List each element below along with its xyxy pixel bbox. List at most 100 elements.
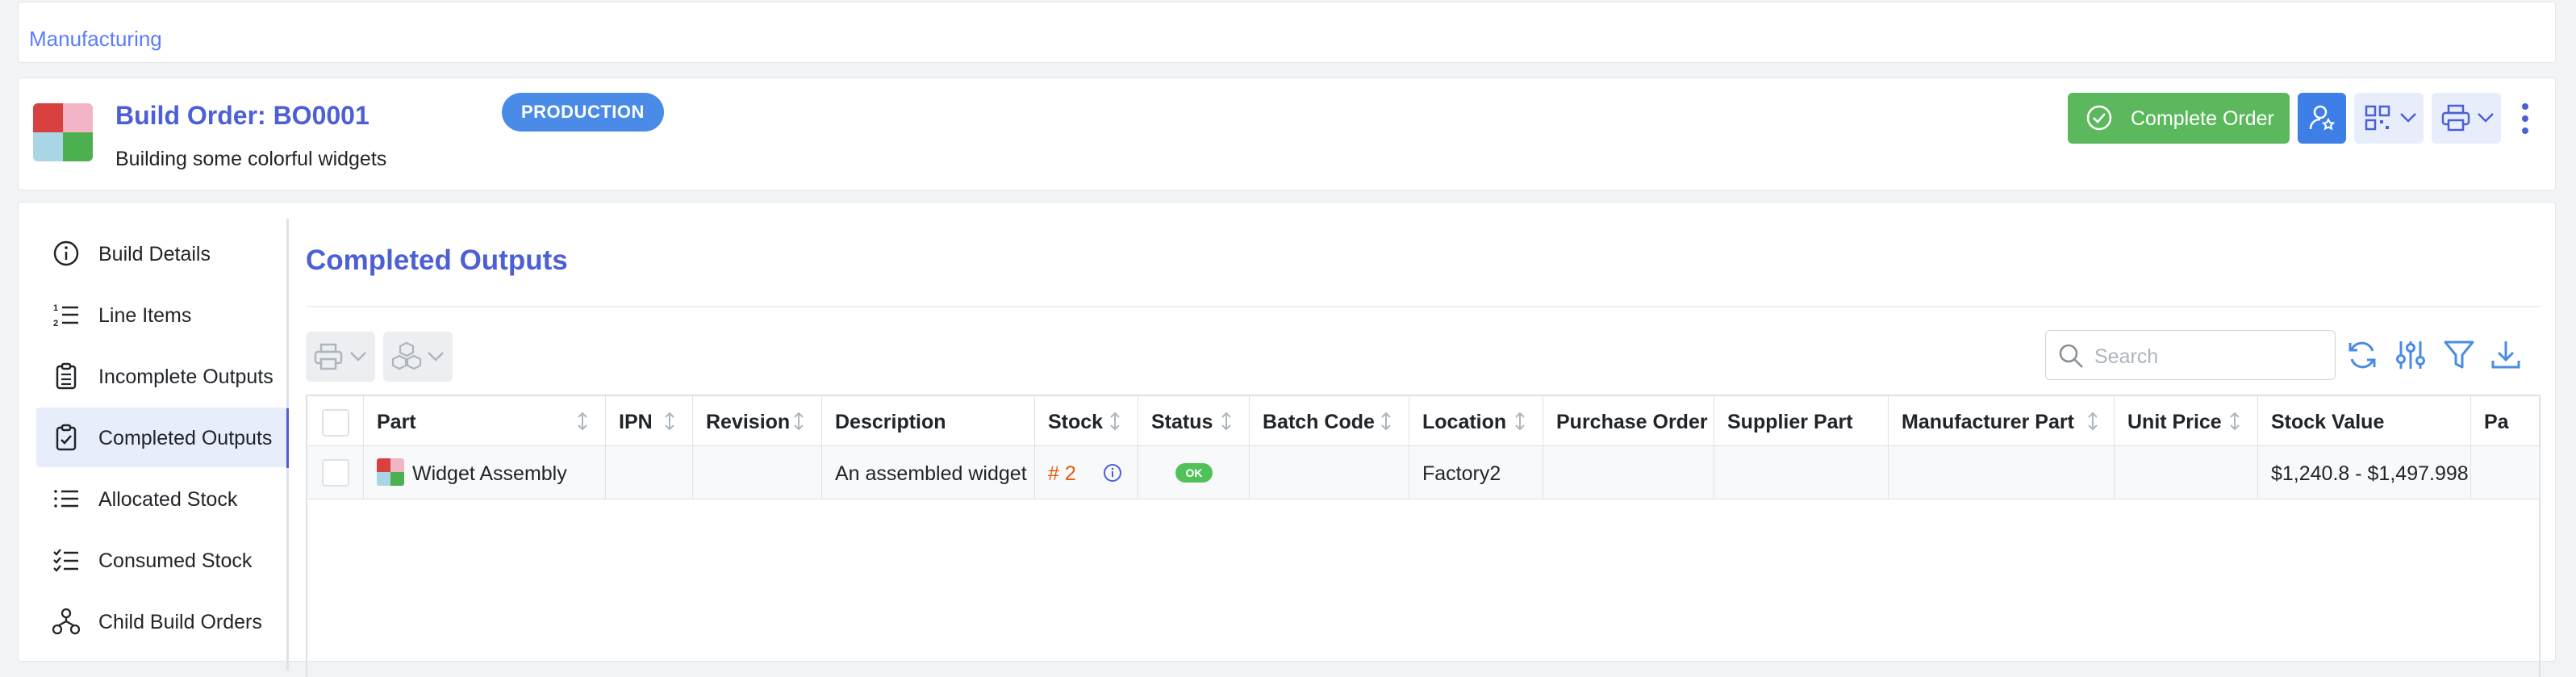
- user-star-icon: [2309, 105, 2336, 131]
- search-input[interactable]: Search: [2045, 330, 2336, 380]
- cell-status: OK: [1138, 446, 1250, 499]
- info-circle-icon[interactable]: [1103, 463, 1122, 483]
- clipboard-list-icon: [56, 362, 77, 390]
- list-icon: [54, 490, 78, 508]
- breadcrumb-manufacturing[interactable]: Manufacturing: [29, 27, 162, 51]
- complete-order-label: Complete Order: [2131, 107, 2274, 130]
- completed-outputs-table: Part IPN Revision Description Stock Stat…: [306, 395, 2541, 677]
- print-labels-button[interactable]: [306, 332, 375, 382]
- svg-text:1: 1: [53, 303, 58, 313]
- chevron-down-icon: [2478, 113, 2494, 123]
- sidebar-item-label: Completed Outputs: [98, 427, 273, 449]
- sidebar-item-consumed-stock[interactable]: Consumed Stock: [36, 530, 288, 590]
- printer-icon: [314, 343, 343, 370]
- part-thumbnail: [377, 458, 404, 486]
- select-all-checkbox[interactable]: [322, 409, 349, 437]
- refresh-icon[interactable]: [2345, 338, 2379, 372]
- section-title: Completed Outputs: [306, 244, 568, 276]
- column-header-ipn[interactable]: IPN: [606, 396, 693, 446]
- chevron-down-icon: [428, 352, 444, 361]
- column-header-manufacturer-part[interactable]: Manufacturer Part: [1889, 396, 2115, 446]
- qr-code-icon: [2365, 105, 2390, 131]
- table-row: [307, 446, 364, 499]
- page-title: Build Order: BO0001: [115, 101, 369, 130]
- sidebar-item-build-details[interactable]: Build Details: [36, 224, 288, 283]
- page-subtitle: Building some colorful widgets: [115, 148, 387, 170]
- sort-icon: [1515, 412, 1525, 431]
- cell-location[interactable]: Factory2: [1409, 446, 1543, 499]
- search-icon: [2059, 344, 2083, 368]
- select-all-cell: [307, 396, 364, 446]
- user-star-button[interactable]: [2298, 93, 2346, 144]
- section-divider: [306, 306, 2541, 307]
- check-circle-icon: [2086, 105, 2112, 131]
- row-select-checkbox[interactable]: [322, 459, 349, 487]
- sidebar-item-label: Line Items: [98, 304, 192, 327]
- column-header-revision[interactable]: Revision: [693, 396, 822, 446]
- sort-icon: [1221, 412, 1231, 431]
- clipboard-check-icon: [56, 424, 77, 451]
- sort-icon: [578, 412, 587, 431]
- sidebar-item-label: Allocated Stock: [98, 488, 238, 511]
- info-circle-icon: [53, 240, 79, 266]
- sort-icon: [1381, 412, 1391, 431]
- chevron-down-icon: [350, 352, 366, 361]
- cell-stock-value: $1,240.8 - $1,497.998: [2258, 446, 2471, 499]
- printer-icon: [2441, 104, 2470, 132]
- sort-icon: [794, 412, 804, 431]
- list-numbers-icon: 12: [53, 303, 78, 328]
- stock-serial: # 2: [1048, 462, 1076, 485]
- complete-order-button[interactable]: Complete Order: [2068, 93, 2290, 144]
- sidebar-item-label: Child Build Orders: [98, 611, 262, 633]
- sidebar-item-label: Build Details: [98, 243, 211, 265]
- cell-purchase-order: [1543, 446, 1714, 499]
- cell-unit-price: [2115, 446, 2258, 499]
- page-header: Build Order: BO0001 Building some colorf…: [18, 77, 2556, 190]
- cell-revision: [693, 446, 822, 499]
- sidebar-item-child-build-orders[interactable]: Child Build Orders: [36, 591, 288, 651]
- part-name: Widget Assembly: [412, 462, 567, 485]
- sidebar-item-incomplete-outputs[interactable]: Incomplete Outputs: [36, 346, 288, 406]
- cell-packaging: [2471, 446, 2539, 499]
- search-placeholder: Search: [2094, 345, 2159, 368]
- column-header-stock-value[interactable]: Stock Value: [2258, 396, 2471, 446]
- filter-icon[interactable]: [2442, 338, 2476, 372]
- column-header-description[interactable]: Description: [822, 396, 1035, 446]
- column-header-stock[interactable]: Stock: [1035, 396, 1138, 446]
- status-badge: OK: [1175, 463, 1213, 483]
- sidebar-item-completed-outputs[interactable]: Completed Outputs: [36, 407, 288, 467]
- download-icon[interactable]: [2489, 338, 2523, 372]
- column-header-supplier-part[interactable]: Supplier Part: [1714, 396, 1889, 446]
- cell-ipn: [606, 446, 693, 499]
- list-check-icon: [53, 549, 78, 572]
- column-header-status[interactable]: Status: [1138, 396, 1250, 446]
- cell-description: An assembled widget: [822, 446, 1035, 499]
- column-header-location[interactable]: Location: [1409, 396, 1543, 446]
- column-header-batch-code[interactable]: Batch Code: [1250, 396, 1409, 446]
- column-header-unit-price[interactable]: Unit Price: [2115, 396, 2258, 446]
- sort-icon: [2230, 412, 2240, 431]
- dots-vertical-icon[interactable]: [2521, 102, 2529, 135]
- breadcrumb-bar: Manufacturing: [18, 2, 2556, 63]
- sitemap-icon: [52, 608, 80, 635]
- packages-icon: [391, 341, 422, 370]
- svg-text:2: 2: [53, 319, 58, 328]
- stock-actions-button[interactable]: [383, 332, 453, 382]
- chevron-down-icon: [2400, 113, 2416, 123]
- print-menu-button[interactable]: [2432, 93, 2501, 144]
- column-header-packaging[interactable]: Pa: [2471, 396, 2539, 446]
- qr-code-menu-button[interactable]: [2354, 93, 2424, 144]
- sidebar-item-allocated-stock[interactable]: Allocated Stock: [36, 469, 288, 529]
- column-header-purchase-order[interactable]: Purchase Order: [1543, 396, 1714, 446]
- sort-icon: [2088, 412, 2098, 431]
- sidebar-active-indicator: [286, 408, 289, 468]
- sidebar-item-label: Incomplete Outputs: [98, 366, 273, 388]
- status-badge: PRODUCTION: [502, 93, 664, 132]
- adjustments-icon[interactable]: [2394, 338, 2428, 372]
- sidebar-item-label: Consumed Stock: [98, 550, 253, 572]
- sort-icon: [665, 412, 674, 431]
- cell-part[interactable]: Widget Assembly: [364, 446, 606, 499]
- column-header-part[interactable]: Part: [364, 396, 606, 446]
